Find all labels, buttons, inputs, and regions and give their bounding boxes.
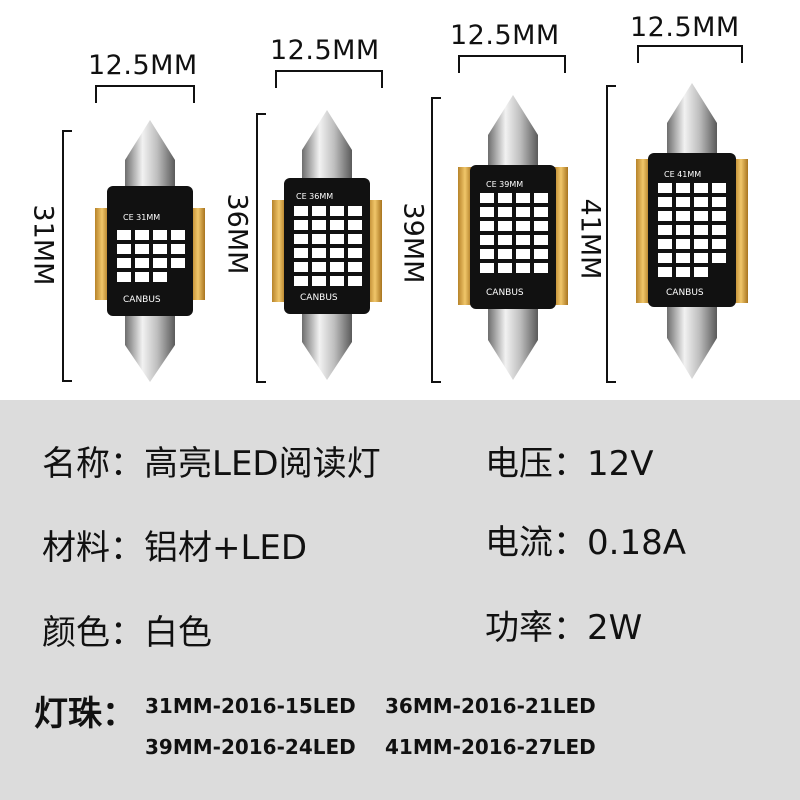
festoon-bulb-image: CE 31MM CANBUS: [95, 120, 205, 382]
width-label-3: 12.5MM: [450, 20, 560, 51]
width-label-2: 12.5MM: [270, 35, 380, 66]
cert-label-4: CE 41MM: [664, 170, 701, 179]
brand-label-1: CANBUS: [123, 295, 161, 305]
spec-voltage: 电压：12V: [485, 444, 654, 484]
spec-power: 功率：2W: [485, 608, 643, 648]
width-label-1: 12.5MM: [88, 50, 198, 81]
led-spec-31mm: 31MM-2016-15LED: [145, 694, 356, 718]
cert-label-2: CE 36MM: [296, 192, 333, 201]
spec-current: 电流：0.18A: [485, 523, 686, 563]
festoon-bulb-image: CE 41MM CANBUS: [636, 83, 748, 379]
brand-label-4: CANBUS: [666, 288, 704, 298]
led-spec-36mm: 36MM-2016-21LED: [385, 694, 596, 718]
width-label-4: 12.5MM: [630, 12, 740, 43]
height-label-4: 41MM: [574, 198, 606, 280]
cert-label-1: CE 31MM: [123, 213, 160, 222]
brand-label-3: CANBUS: [486, 288, 524, 298]
spec-panel: 名称：高亮LED阅读灯 电压：12V 材料：铝材+LED 电流：0.18A 颜色…: [0, 400, 800, 800]
width-bracket-3: [458, 55, 566, 73]
product-image-area: 12.5MM 31MM: [27, 12, 748, 383]
width-bracket-4: [637, 45, 743, 63]
spec-name: 名称：高亮LED阅读灯: [42, 444, 381, 484]
height-bracket-4: [606, 85, 616, 383]
height-bracket-1: [62, 130, 72, 382]
height-label-3: 39MM: [397, 202, 429, 284]
width-bracket-2: [275, 70, 383, 88]
led-spec-41mm: 41MM-2016-27LED: [385, 735, 596, 759]
height-bracket-2: [256, 113, 266, 383]
spec-material: 材料：铝材+LED: [42, 528, 308, 568]
festoon-bulb-image: CE 39MM CANBUS: [458, 95, 568, 380]
height-label-2: 36MM: [221, 193, 253, 275]
height-label-1: 31MM: [27, 204, 59, 286]
led-spec-39mm: 39MM-2016-24LED: [145, 735, 356, 759]
height-bracket-3: [431, 97, 441, 383]
width-bracket-1: [95, 85, 195, 103]
brand-label-2: CANBUS: [300, 293, 338, 303]
led-spec-title: 灯珠：: [34, 694, 136, 734]
cert-label-3: CE 39MM: [486, 180, 523, 189]
festoon-bulb-image: CE 36MM CANBUS: [272, 110, 382, 380]
spec-color: 颜色：白色: [42, 613, 212, 653]
